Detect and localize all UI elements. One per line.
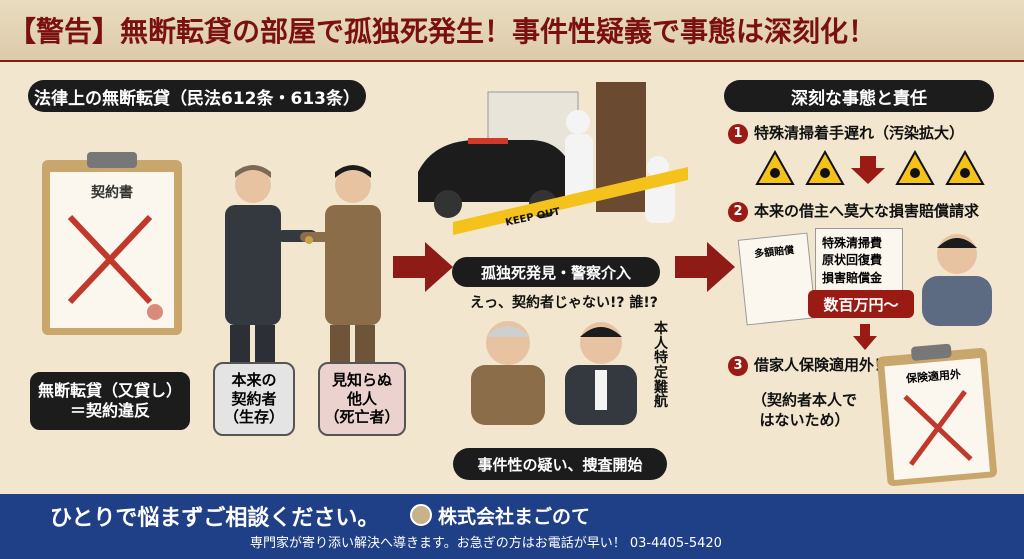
page-title: 【警告】無断転貸の部屋で孤独死発生！事件性疑義で事態は深刻化！ <box>8 15 877 48</box>
flow-arrow-right-icon <box>675 242 735 292</box>
violation-line2: ＝契約違反 <box>69 401 150 420</box>
right-section-title: 深刻な事態と責任 <box>724 80 994 112</box>
police-scene-illustration <box>418 82 688 235</box>
original-tenant-line2: 契約者 <box>231 389 277 408</box>
left-section-title: 法律上の無断転貸（民法612条・613条） <box>28 80 366 112</box>
discovery-label-text: 孤独死発見・警察介入 <box>480 263 631 282</box>
item2-number: 2 <box>728 201 748 222</box>
worried-person-illustration <box>922 234 992 326</box>
stranger-line3: （死亡者） <box>324 408 400 427</box>
damage-doc-label: 多額賠償 <box>753 245 795 261</box>
consequence-item-1: 1 特殊清掃着手遅れ（汚染拡大） <box>728 122 964 144</box>
amount-badge-text: 数百万円〜 <box>823 295 899 314</box>
original-tenant-label: 本来の 契約者 （生存） <box>213 362 295 436</box>
bill-line1: 特殊清掃費 <box>822 236 883 250</box>
item3-sub-line1: （契約者本人で <box>752 391 858 409</box>
stranger-label: 見知らぬ 他人 （死亡者） <box>318 362 406 436</box>
item3-sub-line2: はないため） <box>759 411 850 430</box>
footer-main-text: ひとりで悩まずご相談ください。 <box>50 506 380 531</box>
insurance-paper: 保険適用外 <box>884 358 990 480</box>
item3-number: 3 <box>728 355 748 376</box>
footer-banner: ひとりで悩まずご相談ください。 株式会社まごのて 専門家が寄り添い解決へ導きます… <box>0 494 1024 559</box>
right-section-title-text: 深刻な事態と責任 <box>791 88 927 109</box>
identification-difficulty-note: 本人特定難航 <box>654 322 672 410</box>
header-banner: 【警告】無断転貸の部屋で孤独死発生！事件性疑義で事態は深刻化！ <box>0 0 1024 62</box>
contract-clipboard: 契約書 <box>42 152 182 335</box>
company-name: 株式会社まごのて <box>438 506 591 528</box>
confused-people-illustration <box>471 321 637 425</box>
flow-arrow-right-icon <box>393 242 453 292</box>
amount-badge: 数百万円〜 <box>808 290 914 318</box>
original-tenant-line3: （生存） <box>223 408 284 427</box>
identification-difficulty-text: 本人特定難航 <box>654 321 668 411</box>
investigation-label: 事件性の疑い、捜査開始 <box>453 448 667 480</box>
item3-text: 借家人保険適用外！ <box>754 356 890 374</box>
insurance-cross-icon <box>903 389 973 466</box>
footer-contact-text: 専門家が寄り添い解決へ導きます。お急ぎの方はお電話が早い！ 03-4405-54… <box>250 536 722 551</box>
investigation-label-text: 事件性の疑い、捜査開始 <box>477 455 643 474</box>
discovery-label: 孤独死発見・警察介入 <box>452 257 660 287</box>
item1-text: 特殊清掃着手遅れ（汚染拡大） <box>754 124 965 142</box>
damage-doc: 多額賠償 <box>737 232 817 326</box>
violation-label: 無断転貸（又貸し） ＝契約違反 <box>30 372 190 430</box>
clipboard-clip-icon <box>87 152 137 168</box>
item2-text: 本来の借主へ莫大な損害賠償請求 <box>754 202 980 220</box>
left-section-title-text: 法律上の無断転貸（民法612条・613条） <box>34 88 360 109</box>
cross-mark-icon <box>67 214 163 320</box>
handover-illustration <box>225 165 381 435</box>
violation-line1: 無断転貸（又貸し） <box>37 381 182 400</box>
insurance-clipboard: 保険適用外 <box>876 343 998 487</box>
bill-line2: 原状回復費 <box>822 253 883 268</box>
item3-sub: （契約者本人で はないため） <box>752 390 857 431</box>
speech-text: えっ、契約者じゃない!? 誰!? <box>470 295 658 311</box>
consequence-item-3: 3 借家人保険適用外！ <box>728 354 889 376</box>
insurance-clip-icon <box>910 343 952 361</box>
contract-paper: 契約書 <box>50 172 174 328</box>
item1-number: 1 <box>728 123 748 144</box>
bill-line3: 損害賠償金 <box>822 270 883 285</box>
stranger-line2: 他人 <box>346 389 377 408</box>
contract-doc-label: 契約書 <box>91 185 133 201</box>
down-arrow-icon <box>853 324 877 350</box>
biohazard-icons-row <box>755 150 985 185</box>
company-logo-icon <box>410 504 432 526</box>
consequence-item-2: 2 本来の借主へ莫大な損害賠償請求 <box>728 200 979 222</box>
stranger-line1: 見知らぬ <box>331 370 392 389</box>
original-tenant-line1: 本来の <box>231 370 277 389</box>
